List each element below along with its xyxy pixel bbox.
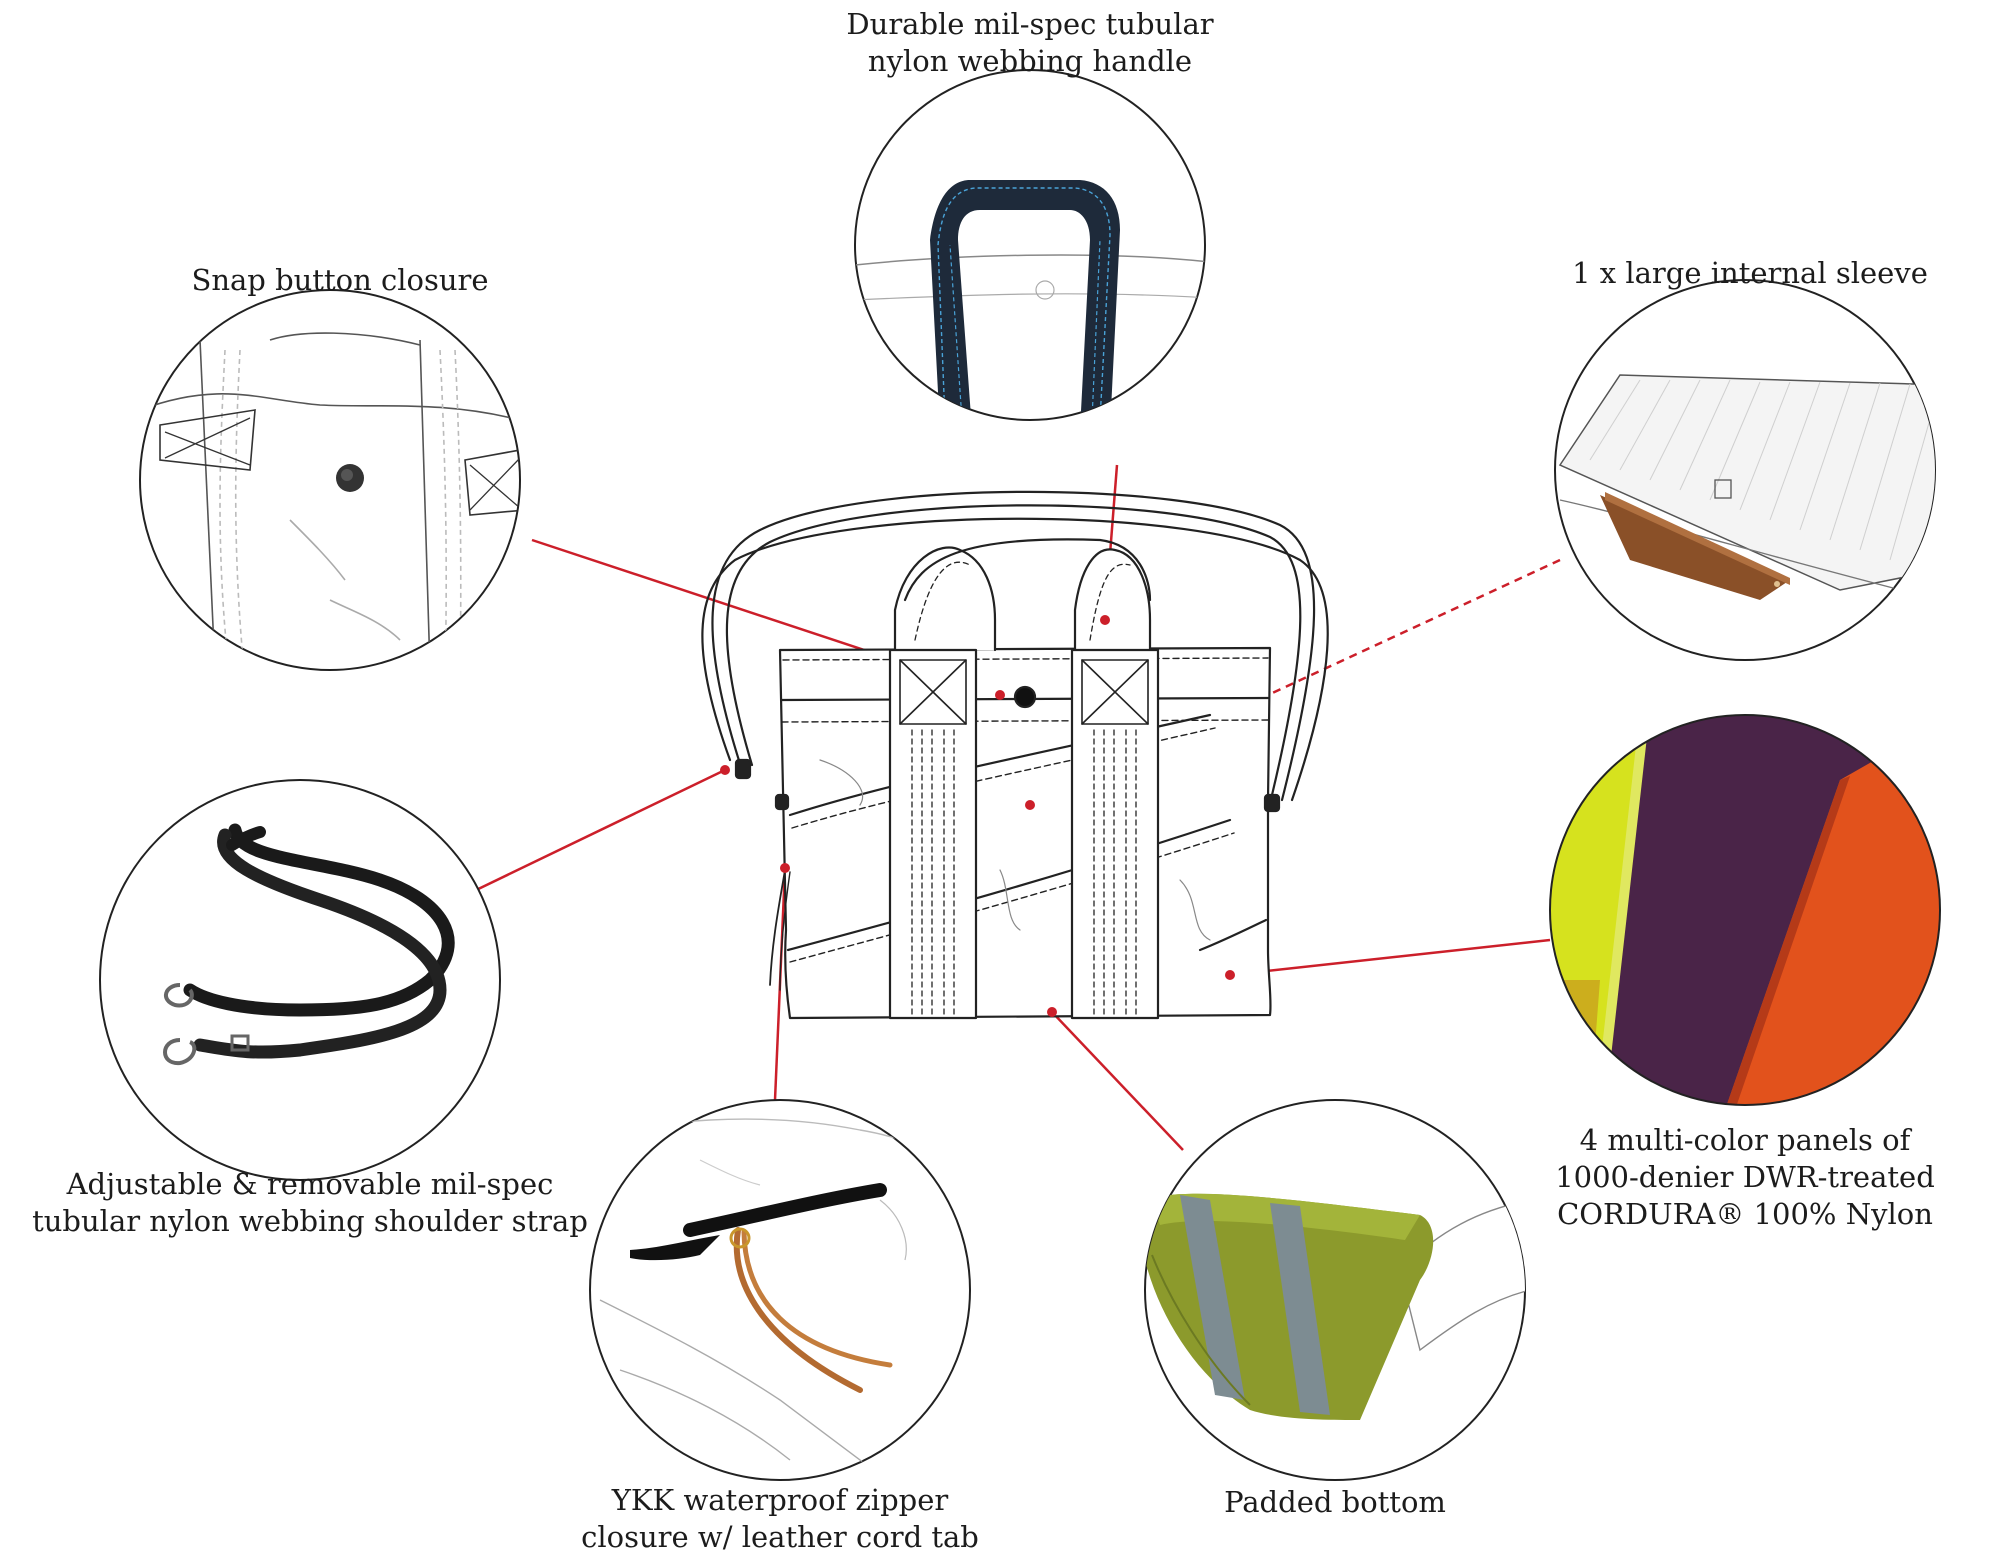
detail-circle-bottom bbox=[1144, 1099, 1526, 1481]
label-strap: Adjustable & removable mil-spec tubular … bbox=[30, 1166, 590, 1240]
label-bottom-line-1: Padded bottom bbox=[1224, 1485, 1446, 1519]
detail-circle-strap bbox=[99, 779, 501, 1181]
bag-illustration bbox=[701, 490, 1329, 1020]
detail-circle-sleeve bbox=[1554, 279, 1936, 661]
leader-bottom bbox=[1051, 1011, 1184, 1151]
detail-circle-panels bbox=[1549, 714, 1941, 1106]
label-panels-line-3: CORDURA® 100% Nylon bbox=[1557, 1197, 1933, 1231]
label-snap-line-1: Snap button closure bbox=[191, 263, 489, 297]
leader-strap bbox=[469, 768, 726, 895]
label-zipper-line-1: YKK waterproof zipper bbox=[611, 1483, 949, 1517]
label-sleeve: 1 x large internal sleeve bbox=[1550, 255, 1950, 292]
label-sleeve-line-1: 1 x large internal sleeve bbox=[1572, 256, 1928, 290]
label-handle: Durable mil-spec tubular nylon webbing h… bbox=[800, 6, 1260, 80]
leader-panels bbox=[1229, 938, 1551, 977]
label-panels: 4 multi-color panels of 1000-denier DWR-… bbox=[1545, 1122, 1945, 1233]
label-bottom: Padded bottom bbox=[1185, 1484, 1485, 1521]
detail-circle-snap bbox=[139, 289, 521, 671]
label-handle-line-2: nylon webbing handle bbox=[867, 44, 1193, 78]
leader-dots bbox=[720, 615, 1235, 1017]
label-handle-line-1: Durable mil-spec tubular bbox=[846, 7, 1214, 41]
detail-circle-handle bbox=[854, 69, 1206, 421]
label-panels-line-2: 1000-denier DWR-treated bbox=[1555, 1160, 1935, 1194]
strap-hooks bbox=[163, 983, 250, 1066]
label-strap-line-1: Adjustable & removable mil-spec bbox=[66, 1167, 554, 1201]
label-zipper-line-2: closure w/ leather cord tab bbox=[581, 1520, 979, 1554]
label-panels-line-1: 4 multi-color panels of bbox=[1579, 1123, 1911, 1157]
label-snap: Snap button closure bbox=[150, 262, 530, 299]
label-strap-line-2: tubular nylon webbing shoulder strap bbox=[32, 1204, 588, 1238]
detail-circle-zipper bbox=[589, 1099, 971, 1481]
